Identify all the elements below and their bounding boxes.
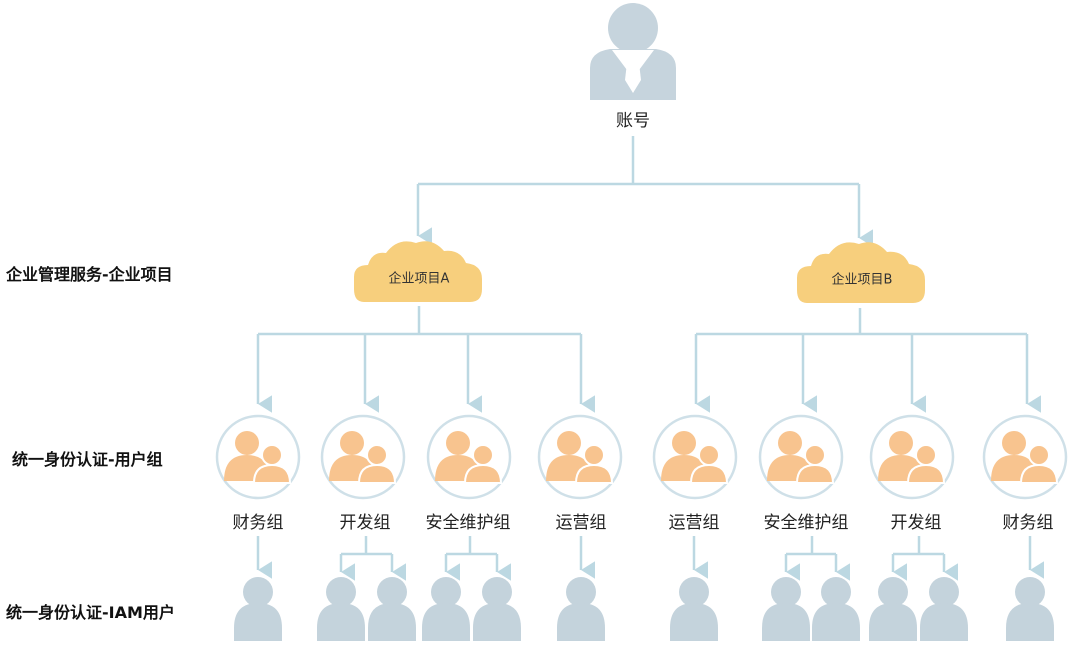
person-body-small bbox=[906, 463, 946, 484]
user-body bbox=[762, 603, 810, 641]
group-label-a-finance: 财务组 bbox=[232, 513, 284, 533]
user-head bbox=[431, 577, 461, 607]
group-label-a-security: 安全维护组 bbox=[425, 513, 511, 533]
group-icon-b-3 bbox=[982, 414, 1068, 500]
group-ring bbox=[758, 414, 844, 500]
group-ring bbox=[982, 414, 1068, 500]
connector-lines bbox=[256, 136, 1044, 581]
person-head bbox=[446, 431, 470, 455]
person-head-small bbox=[1028, 444, 1050, 466]
user-head bbox=[771, 577, 801, 607]
row-label-project: 企业管理服务-企业项目 bbox=[6, 265, 173, 284]
cloud-project-b bbox=[797, 242, 925, 303]
user-icon-4-0 bbox=[670, 577, 718, 641]
user-head bbox=[377, 577, 407, 607]
user-body bbox=[234, 603, 282, 641]
user-body bbox=[422, 603, 470, 641]
person-head bbox=[778, 431, 802, 455]
group-label-a-ops: 运营组 bbox=[555, 513, 607, 533]
user-head bbox=[243, 577, 273, 607]
user-head bbox=[566, 577, 596, 607]
user-icon-0-0 bbox=[234, 577, 282, 641]
person-head-small bbox=[366, 444, 388, 466]
person-body-small bbox=[463, 463, 503, 484]
node-shapes bbox=[215, 3, 1068, 641]
person-head-small bbox=[915, 444, 937, 466]
person-head bbox=[672, 431, 696, 455]
account-tie bbox=[625, 54, 641, 93]
account-label: 账号 bbox=[616, 111, 650, 131]
user-head bbox=[1015, 577, 1045, 607]
group-label-a-dev: 开发组 bbox=[339, 513, 391, 533]
person-body-small bbox=[357, 463, 397, 484]
user-head bbox=[482, 577, 512, 607]
group-icon-b-0 bbox=[652, 414, 738, 500]
user-head bbox=[326, 577, 356, 607]
user-icon-5-0 bbox=[762, 577, 810, 641]
person-head bbox=[557, 431, 581, 455]
person-head bbox=[1002, 431, 1026, 455]
user-body bbox=[812, 603, 860, 641]
cloud-project-a bbox=[354, 241, 482, 302]
user-icon-1-1 bbox=[368, 577, 416, 641]
person-body-small bbox=[252, 463, 292, 484]
user-body bbox=[1006, 603, 1054, 641]
group-icon-a-3 bbox=[537, 414, 623, 500]
user-icon-6-1 bbox=[920, 577, 968, 641]
group-icon-a-0 bbox=[215, 414, 301, 500]
group-label-b-ops: 运营组 bbox=[668, 513, 720, 533]
user-body bbox=[670, 603, 718, 641]
user-icon-1-0 bbox=[317, 577, 365, 641]
group-icon-b-2 bbox=[869, 414, 955, 500]
person-head bbox=[889, 431, 913, 455]
account-head bbox=[608, 3, 658, 53]
group-label-b-security: 安全维护组 bbox=[763, 513, 849, 533]
user-icon-2-0 bbox=[422, 577, 470, 641]
group-label-b-finance: 财务组 bbox=[1002, 513, 1054, 533]
user-head bbox=[878, 577, 908, 607]
group-icon-a-1 bbox=[320, 414, 406, 500]
person-head bbox=[235, 431, 259, 455]
user-icon-6-0 bbox=[869, 577, 917, 641]
person-body-small bbox=[574, 463, 614, 484]
group-ring bbox=[215, 414, 301, 500]
user-icon-3-0 bbox=[557, 577, 605, 641]
project-b-label: 企业项目B bbox=[831, 272, 893, 288]
user-body bbox=[368, 603, 416, 641]
user-body bbox=[557, 603, 605, 641]
group-icon-b-1 bbox=[758, 414, 844, 500]
group-ring bbox=[537, 414, 623, 500]
user-head bbox=[679, 577, 709, 607]
user-icon-7-0 bbox=[1006, 577, 1054, 641]
person-head bbox=[340, 431, 364, 455]
user-body bbox=[473, 603, 521, 641]
group-icon-a-2 bbox=[426, 414, 512, 500]
user-body bbox=[317, 603, 365, 641]
account-icon bbox=[590, 3, 676, 100]
person-head-small bbox=[698, 444, 720, 466]
user-icon-5-1 bbox=[812, 577, 860, 641]
person-head-small bbox=[261, 444, 283, 466]
group-ring bbox=[652, 414, 738, 500]
row-label-user: 统一身份认证-IAM用户 bbox=[6, 603, 175, 622]
project-a-label: 企业项目A bbox=[388, 271, 450, 287]
user-head bbox=[929, 577, 959, 607]
person-head-small bbox=[583, 444, 605, 466]
person-body-small bbox=[689, 463, 729, 484]
user-icon-2-1 bbox=[473, 577, 521, 641]
group-ring bbox=[320, 414, 406, 500]
person-head-small bbox=[472, 444, 494, 466]
user-head bbox=[821, 577, 851, 607]
group-ring bbox=[426, 414, 512, 500]
group-label-b-dev: 开发组 bbox=[890, 513, 942, 533]
user-body bbox=[869, 603, 917, 641]
person-head-small bbox=[804, 444, 826, 466]
user-body bbox=[920, 603, 968, 641]
group-ring bbox=[869, 414, 955, 500]
person-body-small bbox=[1019, 463, 1059, 484]
person-body-small bbox=[795, 463, 835, 484]
row-label-group: 统一身份认证-用户组 bbox=[12, 450, 163, 469]
